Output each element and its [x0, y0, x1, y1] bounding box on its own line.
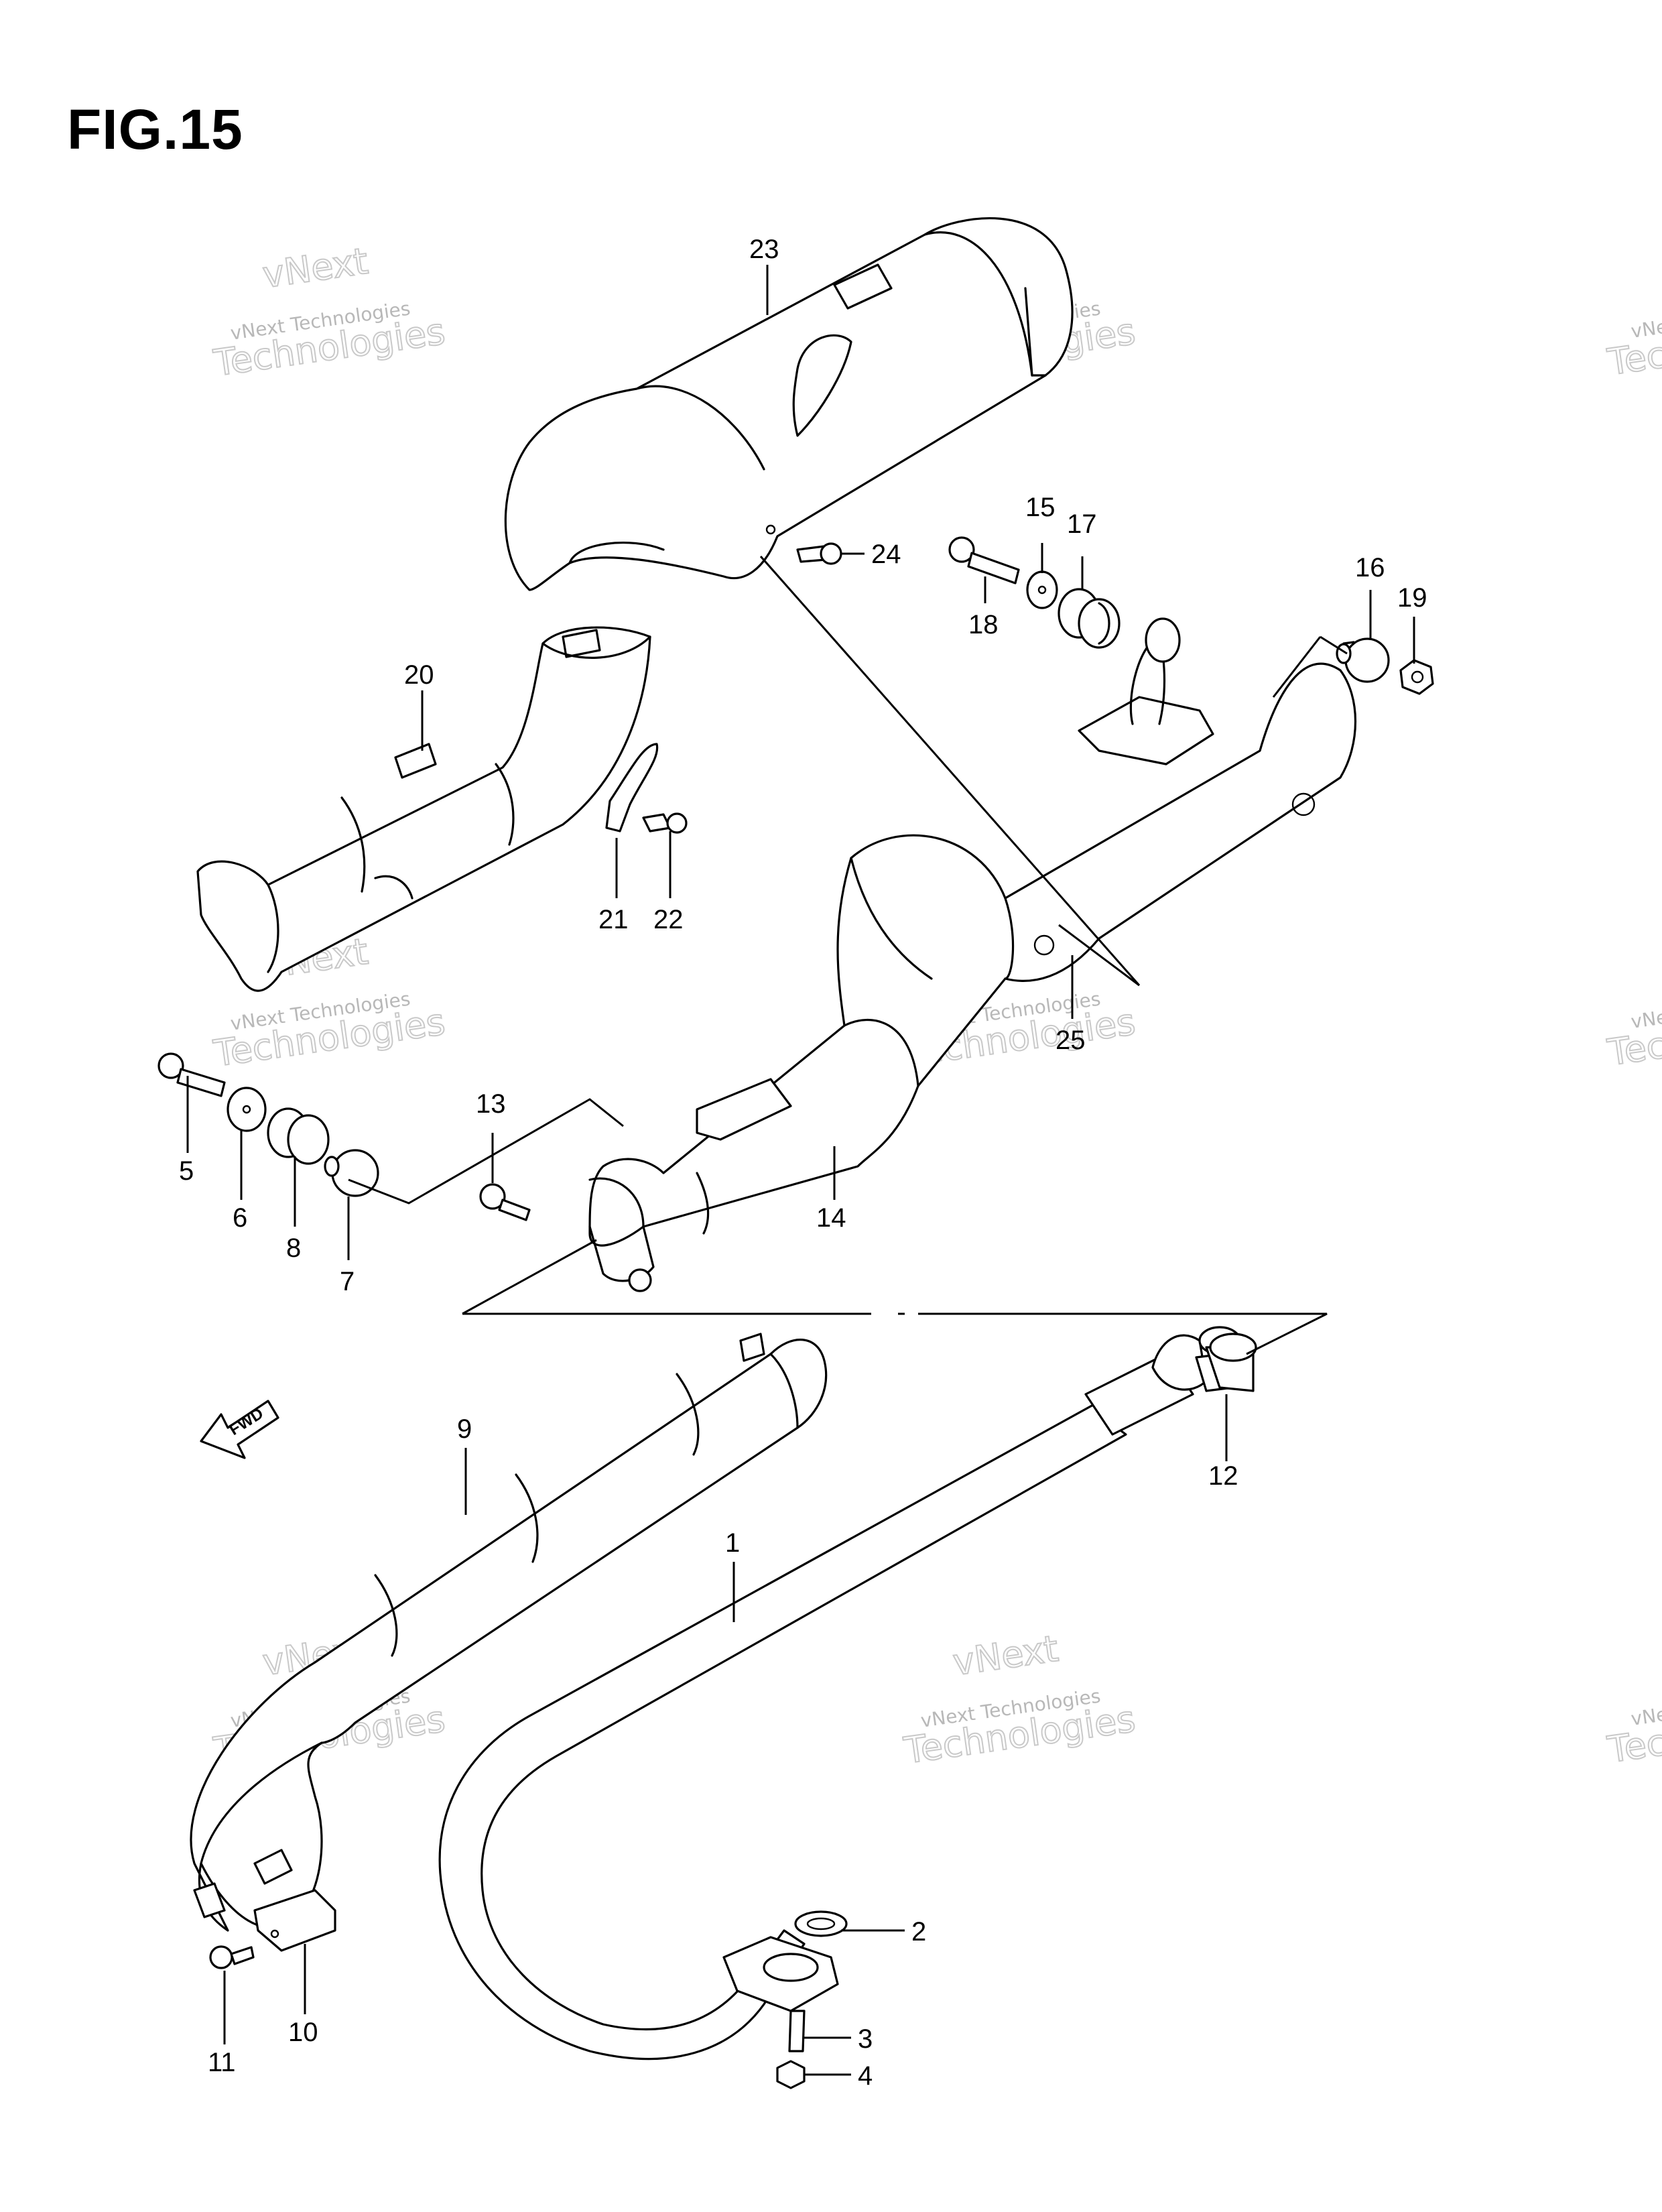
callout-5: 5 [179, 1156, 194, 1186]
callout-10: 10 [288, 2018, 318, 2047]
watermark-text: vNext Technologies [1630, 1683, 1662, 1730]
part-11-bolt [209, 1945, 255, 1969]
callout-11: 11 [208, 2048, 236, 2077]
callout-14: 14 [816, 1203, 846, 1233]
callout-16: 16 [1355, 553, 1385, 582]
assembly-guide-lines [348, 556, 1348, 1355]
forward-direction-arrow: FWD [200, 1400, 279, 1459]
watermark: vNext Technologies vNext Technologies [210, 239, 448, 385]
callout-19: 19 [1397, 583, 1427, 613]
callout-3: 3 [858, 2024, 873, 2054]
part-18-bolt [948, 536, 1020, 585]
part-19-nut [1399, 659, 1434, 695]
callout-22: 22 [653, 905, 684, 934]
part-13-bolt [479, 1183, 531, 1221]
watermark: Technologies vNext Technologies [1604, 296, 1662, 384]
part-16-collar [1336, 637, 1390, 683]
callout-6: 6 [233, 1203, 247, 1233]
watermark-text: vNext [260, 240, 371, 296]
callout-20: 20 [404, 660, 434, 690]
callout-15: 15 [1025, 493, 1056, 522]
watermark: Technologies vNext Technologies [1604, 1683, 1662, 1772]
callout-18: 18 [968, 610, 999, 639]
callout-4: 4 [858, 2061, 873, 2091]
part-17-grommet [1058, 588, 1121, 649]
part-21-clamp [605, 743, 659, 833]
callout-labels: 23 20 21 22 24 15 17 18 16 19 25 13 14 5… [179, 235, 1427, 2091]
callout-leaders [186, 265, 1415, 2076]
part-24-screw [796, 542, 842, 565]
figure-title: FIG.15 [67, 98, 243, 161]
callout-17: 17 [1067, 509, 1097, 539]
part-7-collar [324, 1149, 379, 1197]
part-23-muffler-cover [504, 217, 1074, 591]
watermark-text: vNext [950, 1627, 1061, 1684]
callout-24: 24 [871, 540, 901, 569]
part-22-bolt [642, 812, 688, 834]
part-2-gasket [794, 1910, 848, 1937]
callout-8: 8 [286, 1233, 301, 1263]
watermark-text: vNext Technologies [1630, 986, 1662, 1033]
watermark-text: vNext Technologies [1630, 296, 1662, 343]
callout-25: 25 [1056, 1026, 1086, 1055]
callout-9: 9 [457, 1414, 472, 1444]
part-15-washer [1026, 570, 1058, 609]
callout-21: 21 [598, 905, 629, 934]
part-8-grommet [267, 1107, 330, 1165]
part-3-stud [788, 2010, 806, 2052]
part-4-nut [776, 2060, 806, 2089]
watermark: vNext Technologies vNext Technologies [901, 1627, 1139, 1773]
part-1-exhaust-pipe [438, 1334, 1208, 2061]
part-12-gasket [1195, 1326, 1257, 1392]
part-14-muffler [588, 617, 1357, 1292]
part-9-pipe-cover [190, 1333, 828, 1932]
callout-2: 2 [911, 1917, 926, 1947]
part-20-exhaust-pipe-cover [196, 626, 651, 992]
callout-23: 23 [749, 235, 779, 264]
part-5-bolt [157, 1052, 226, 1097]
exhaust-flange [722, 1936, 839, 2012]
callout-7: 7 [340, 1267, 355, 1296]
part-10-clamp [253, 1889, 336, 1952]
watermark: Technologies vNext Technologies [1604, 986, 1662, 1074]
callout-1: 1 [725, 1528, 740, 1558]
part-6-washer [227, 1087, 267, 1132]
callout-12: 12 [1208, 1461, 1238, 1491]
callout-13: 13 [476, 1089, 506, 1119]
